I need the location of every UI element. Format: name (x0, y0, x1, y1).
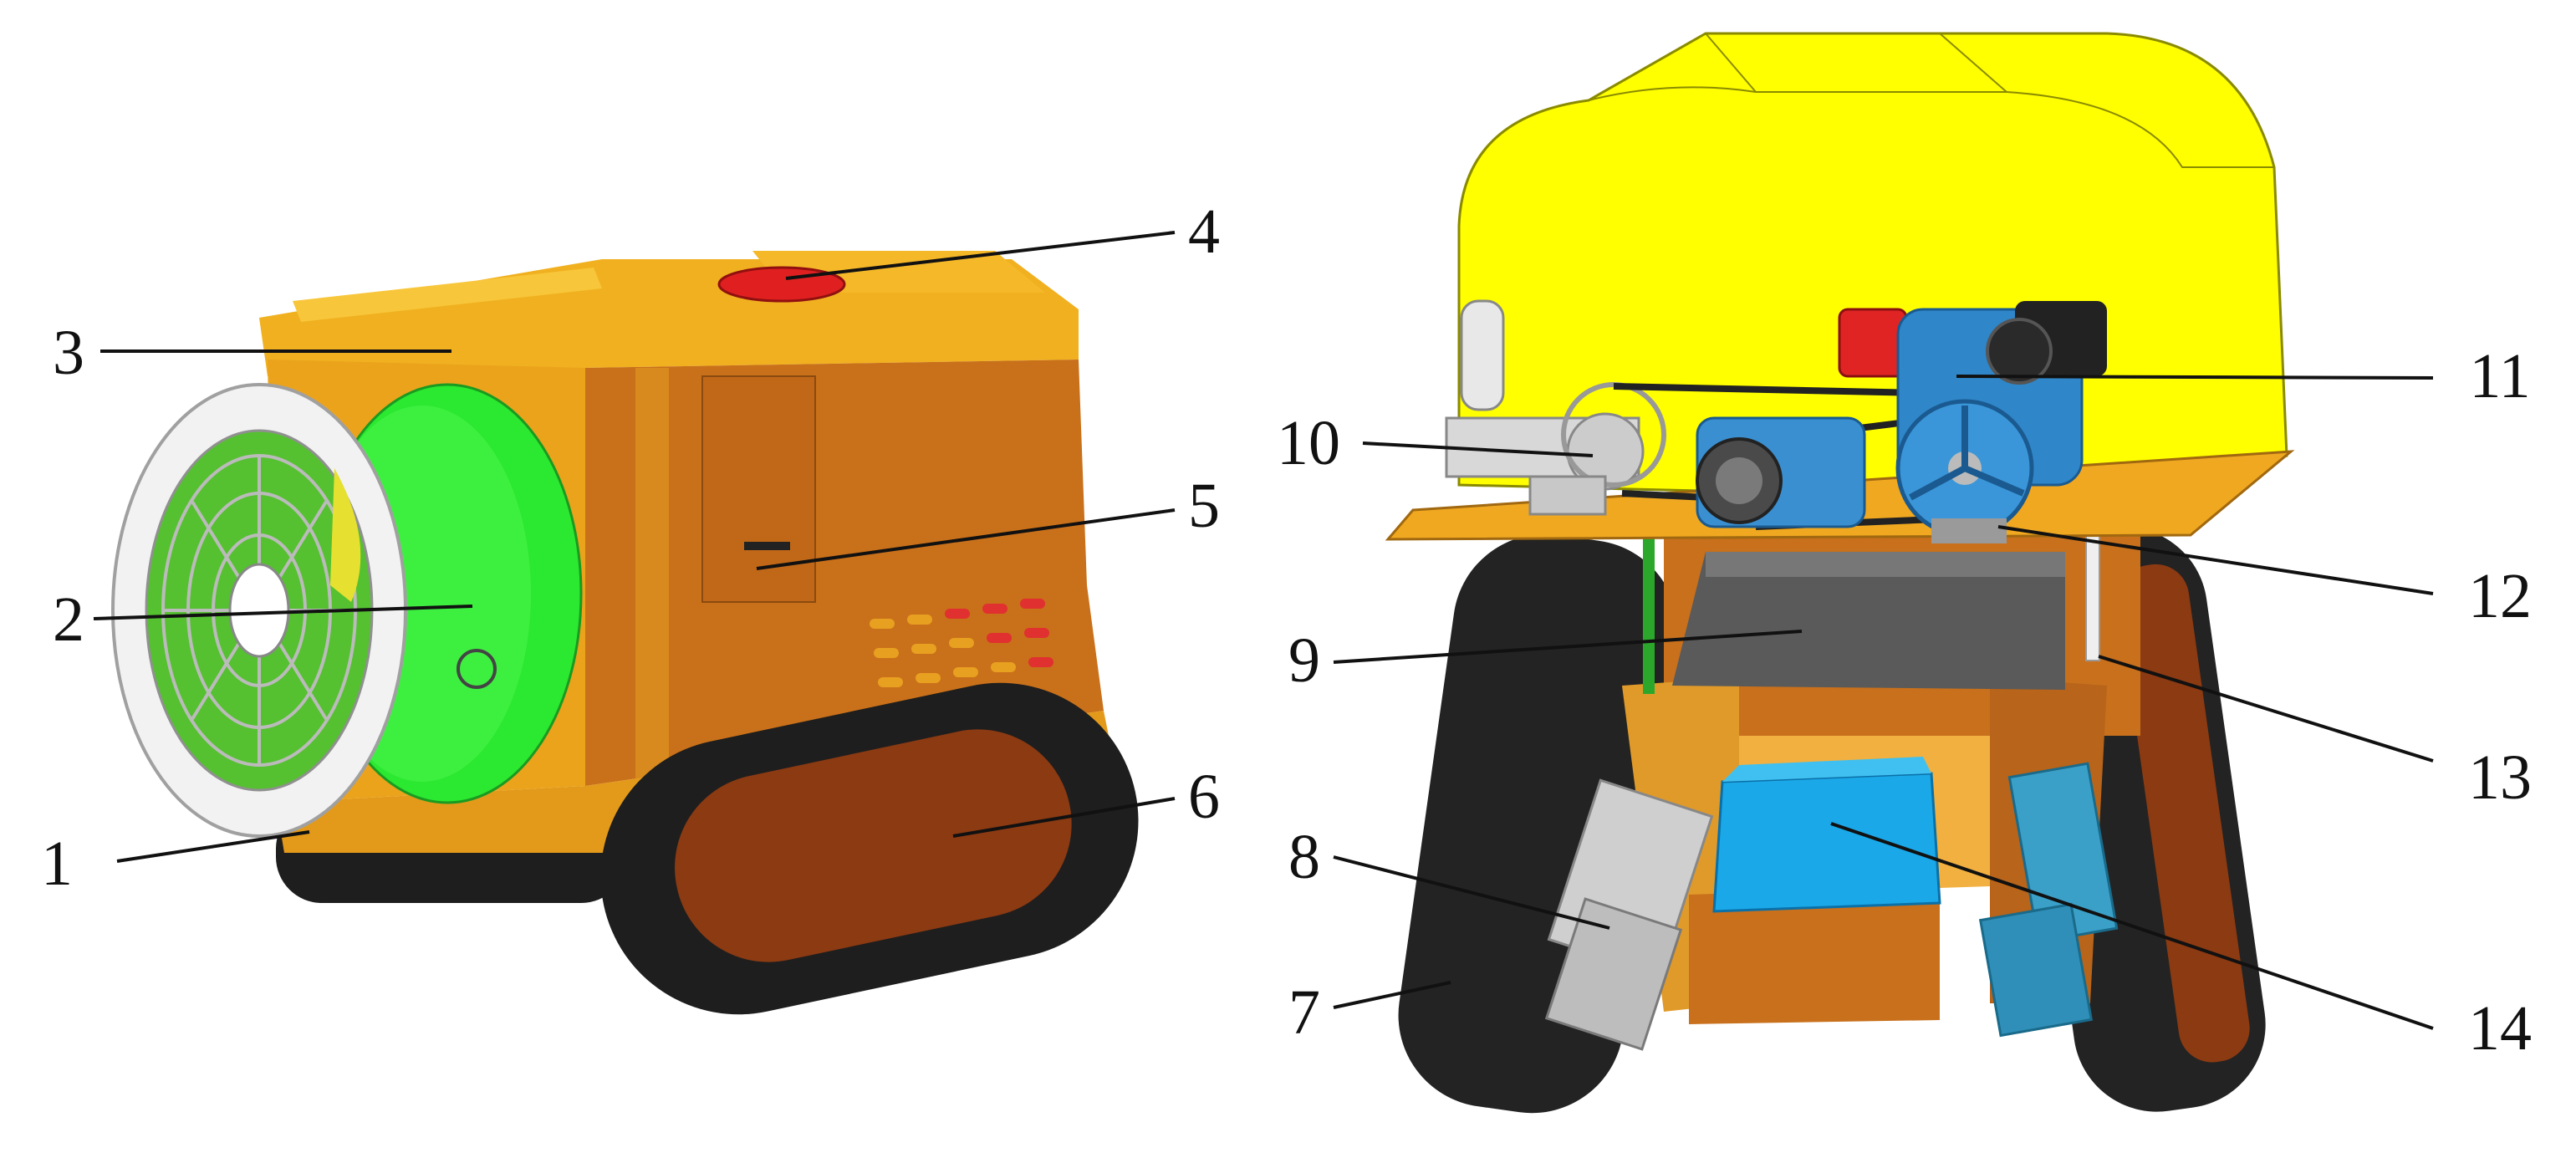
support-rod-left (1643, 527, 1655, 694)
callout-13: 13 (2468, 742, 2532, 813)
diesel-engine (1838, 301, 2107, 543)
leader-line-1 (116, 830, 310, 863)
callout-2: 2 (53, 584, 84, 655)
callout-3: 3 (53, 318, 84, 388)
generator (1696, 416, 1866, 528)
callout-7: 7 (1288, 977, 1320, 1048)
right-view-internal-layout (1385, 32, 2295, 1114)
left-view-assembled-sprayer (111, 251, 1139, 1015)
leader-line-8 (1333, 855, 1610, 930)
callout-6: 6 (1188, 762, 1220, 832)
leader-line-6 (952, 797, 1176, 838)
leader-line-2 (93, 605, 473, 620)
leader-line-4 (785, 231, 1176, 280)
callout-5: 5 (1188, 471, 1220, 541)
callout-9: 9 (1288, 625, 1320, 696)
water-tank (1712, 757, 1941, 913)
right-drive-motor (1978, 762, 2119, 1038)
callout-11: 11 (2469, 341, 2530, 411)
callout-8: 8 (1288, 822, 1320, 892)
leader-line-12 (1997, 525, 2434, 595)
callout-numbers: 1 2 3 4 5 6 7 8 9 10 11 12 13 14 (41, 196, 2532, 1064)
left-drive-motor (1544, 778, 1714, 1051)
callout-10: 10 (1277, 408, 1340, 478)
leader-line-7 (1333, 981, 1451, 1009)
leader-line-14 (1830, 822, 2434, 1030)
callout-1: 1 (41, 829, 73, 899)
leader-line-10 (1362, 441, 1594, 457)
battery-pack (1672, 552, 2065, 690)
callout-14: 14 (2468, 993, 2532, 1064)
front-crawler-track (600, 682, 1139, 1015)
callout-4: 4 (1188, 196, 1220, 267)
fan-assembly (111, 383, 583, 838)
leader-lines (93, 231, 2434, 1030)
callout-12: 12 (2468, 561, 2532, 631)
leader-line-9 (1333, 630, 1803, 664)
leader-line-11 (1956, 375, 2434, 380)
support-rod-right (2085, 534, 2100, 661)
leader-line-5 (756, 508, 1176, 570)
plunger-pump (1445, 299, 1666, 516)
leader-line-13 (2098, 655, 2434, 763)
